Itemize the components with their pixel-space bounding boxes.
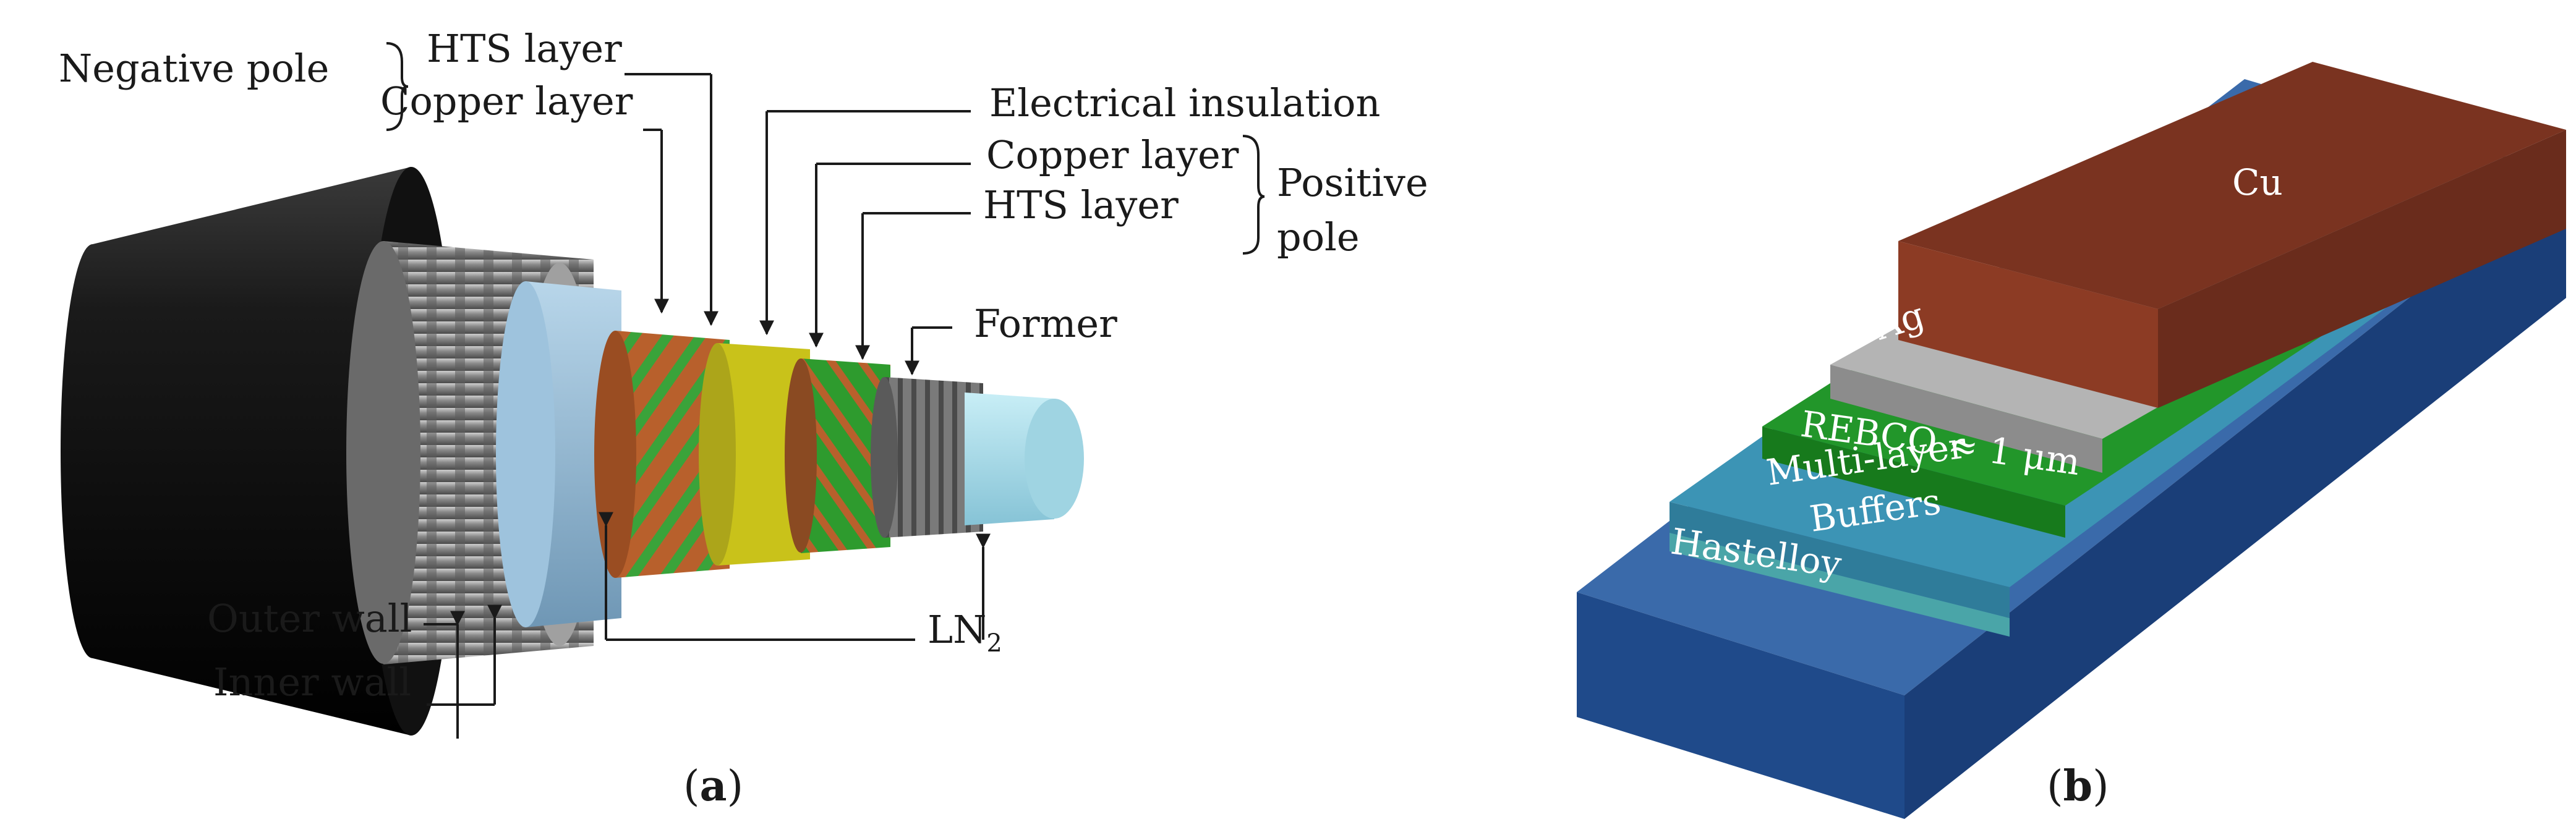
cu-top — [1898, 62, 2566, 309]
label-hts-layer-outer: HTS layer — [427, 26, 622, 71]
cu-front — [1898, 241, 2158, 408]
label-positive-pole-line2: pole — [1277, 214, 1360, 260]
positive-pole-conductor — [801, 358, 890, 553]
core-end-face — [1025, 399, 1084, 519]
electrical-insulation-layer — [717, 343, 810, 566]
label-electrical-insulation: Electrical insulation — [989, 80, 1380, 125]
label-ln2: LN2 — [928, 607, 1002, 658]
caption-b: (b) — [2047, 761, 2109, 811]
cu-side — [2158, 130, 2566, 408]
label-former: Former — [974, 301, 1117, 346]
label-negative-pole: Negative pole — [59, 46, 329, 91]
outer-jacket — [61, 167, 411, 736]
negative-pole-conductor — [615, 331, 730, 578]
hastelloy-front — [1577, 592, 1904, 819]
label-cu: Cu — [2232, 161, 2283, 203]
hastelloy-band — [1670, 533, 2010, 637]
label-copper-layer-inner: Copper layer — [986, 132, 1239, 177]
tape-stack — [1577, 62, 2566, 819]
label-positive-pole-line1: Positive — [1277, 160, 1428, 205]
panel-a-leaders — [386, 42, 1265, 739]
cable-cross-section — [61, 167, 1084, 736]
label-copper-layer-outer: Copper layer — [380, 78, 633, 124]
label-outer-wall: Outer wall — [207, 596, 412, 641]
label-inner-wall: Inner wall — [213, 659, 411, 705]
former-cylinder — [884, 377, 983, 538]
caption-a: (a) — [683, 761, 743, 811]
label-hts-layer-inner: HTS layer — [983, 182, 1179, 227]
hastelloy-side — [1904, 174, 2566, 819]
